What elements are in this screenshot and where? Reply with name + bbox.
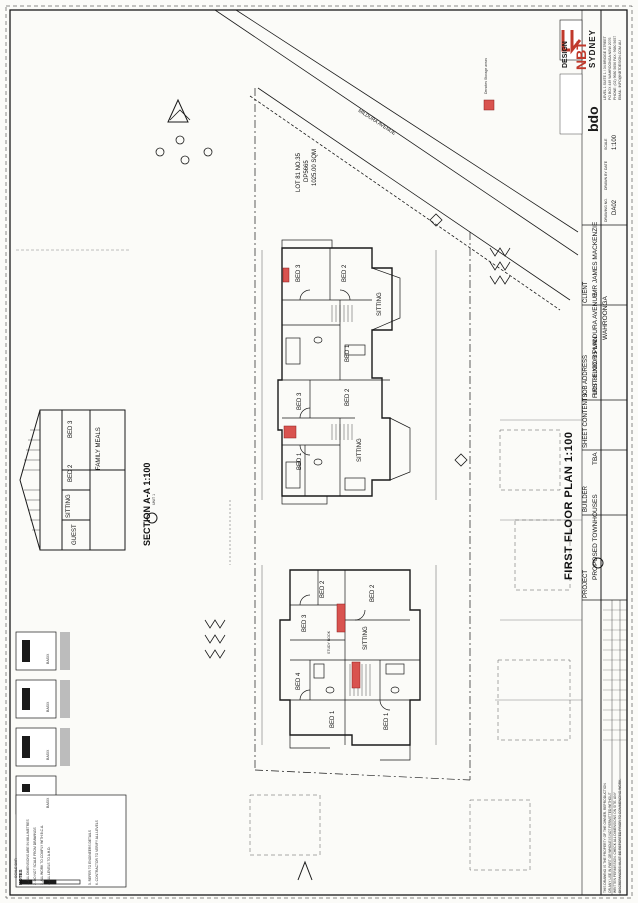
sheet-title: FIRST FLOOR PLAN 1:100 bbox=[563, 431, 575, 580]
certificate-1: BASIX bbox=[46, 653, 50, 664]
room-bed4: BED 4 bbox=[296, 672, 302, 690]
drawing-number: DA02 bbox=[612, 199, 618, 215]
bdo-logo: bdo bbox=[585, 106, 601, 132]
section-unit: UNIT 1 bbox=[152, 493, 156, 505]
room-bed2-a: BED 2 bbox=[342, 264, 348, 282]
section-room-bed3: BED 3 bbox=[68, 420, 74, 438]
lot-label: LOT 81 NO.35 bbox=[296, 153, 302, 192]
certificate-2: BASIX bbox=[46, 701, 50, 712]
note-5: 5. REFER TO ENGINEERS DETAILS bbox=[88, 830, 92, 885]
copyright-line-1: THIS DRAWING IS THE PROPERTY OF THE OWNE… bbox=[603, 783, 607, 893]
builder-name: TBA bbox=[592, 452, 599, 465]
job-address-label: JOB ADDRESS bbox=[583, 354, 589, 397]
certificate-3: BASIX bbox=[46, 749, 50, 760]
address-line-2: PO BOX 449 WAHROONGA NSW 2076 bbox=[608, 37, 612, 100]
room-bed3-b: BED 3 bbox=[297, 392, 303, 410]
copyright-line-4: DISCREPANCIES MUST BE REPORTED PRIOR TO … bbox=[618, 778, 622, 893]
address-line-4: EMAIL: INFO@NBTDESIGN.COM.AU bbox=[618, 40, 622, 100]
job-suburb: WAHROONGA bbox=[602, 296, 609, 340]
note-3: 3. ALL WORK TO COMPLY WITH B.C.A. bbox=[40, 824, 44, 885]
section-room-bed2: BED 2 bbox=[68, 464, 74, 482]
room-bed2-b: BED 2 bbox=[345, 388, 351, 406]
scale-bar-title: SCALE BAR bbox=[14, 858, 18, 878]
notes-heading: NOTES bbox=[18, 869, 23, 885]
room-sitting-b: SITTING bbox=[357, 438, 363, 462]
note-1: 1. ALL DIMENSIONS ARE IN MILLIMETRES bbox=[26, 819, 30, 885]
room-bed1-d: BED 1 bbox=[384, 712, 390, 730]
job-address: LOT 81 NO. 35 MILDURA AVENUE bbox=[592, 292, 599, 395]
section-room-sitting: SITTING bbox=[66, 494, 72, 518]
drawing-number-label: DRAWING NO. bbox=[604, 198, 608, 222]
scale-value: 1:100 bbox=[612, 134, 618, 150]
room-sitting-c: SITTING bbox=[363, 626, 369, 650]
brand-logo-letters: NBT bbox=[573, 41, 589, 70]
client-label: CLIENT bbox=[583, 281, 589, 303]
sheet-contents-label: SHEET CONTENTS bbox=[583, 393, 589, 448]
room-bed1-b: BED 1 bbox=[297, 452, 303, 470]
legend-storage: Denotes Storage areas bbox=[484, 58, 488, 94]
room-bed3-a: BED 3 bbox=[296, 264, 302, 282]
room-study-nook: STUDY NOOK bbox=[327, 630, 331, 654]
address-line-3: PHONE: (02) 9680 5656 FAX: 9680 5657 bbox=[613, 35, 617, 100]
room-bed2-d: BED 2 bbox=[370, 584, 376, 602]
certificate-4: BASIX bbox=[46, 797, 50, 808]
brand-city: SYDNEY bbox=[588, 29, 597, 68]
brand-design-text: DESIGN bbox=[562, 41, 569, 68]
copyright-line-2: OR ANY USE IN PART OR WHOLE IS NOT PERMI… bbox=[608, 792, 612, 893]
note-4: 4. ALL LEVELS TO A.H.D. bbox=[47, 846, 51, 885]
section-room-family: FAMILY MEALS bbox=[96, 427, 102, 470]
dp-label: DP5665 bbox=[304, 160, 310, 182]
drawn-by-label: DRAWN BY bbox=[604, 171, 608, 190]
room-bed3-c: BED 3 bbox=[302, 614, 308, 632]
project-name: PROPOSED TOWNHOUSES bbox=[592, 494, 599, 580]
date-label: DATE bbox=[604, 160, 608, 170]
room-bed2-c: BED 2 bbox=[320, 580, 326, 598]
project-label: PROJECT bbox=[583, 569, 589, 598]
scale-label: SCALE bbox=[604, 138, 608, 150]
client-name: MR JAMES MACKENZIE bbox=[592, 221, 599, 295]
note-2: 2. DO NOT SCALE FROM DRAWINGS bbox=[33, 827, 37, 885]
section-title: SECTION A-A 1:100 bbox=[142, 462, 152, 546]
builder-label: BUILDER bbox=[583, 485, 589, 512]
address-line-1: LEVEL 1 SUITE 1 / 34 BRIDGE STREET bbox=[603, 36, 607, 100]
section-room-guest: GUEST bbox=[72, 524, 78, 545]
room-sitting-a: SITTING bbox=[377, 292, 383, 316]
room-bed1-c: BED 1 bbox=[330, 710, 336, 728]
note-6: 6. CONTRACTOR TO VERIFY ALL LEVELS bbox=[95, 820, 99, 885]
dp-area: 1025.00 SQM bbox=[312, 148, 318, 186]
room-bed1-a: BED 1 bbox=[345, 344, 351, 362]
copyright-line-3: WRITTEN PERMISSION. CHECK ALL DIMENSIONS… bbox=[613, 792, 617, 893]
